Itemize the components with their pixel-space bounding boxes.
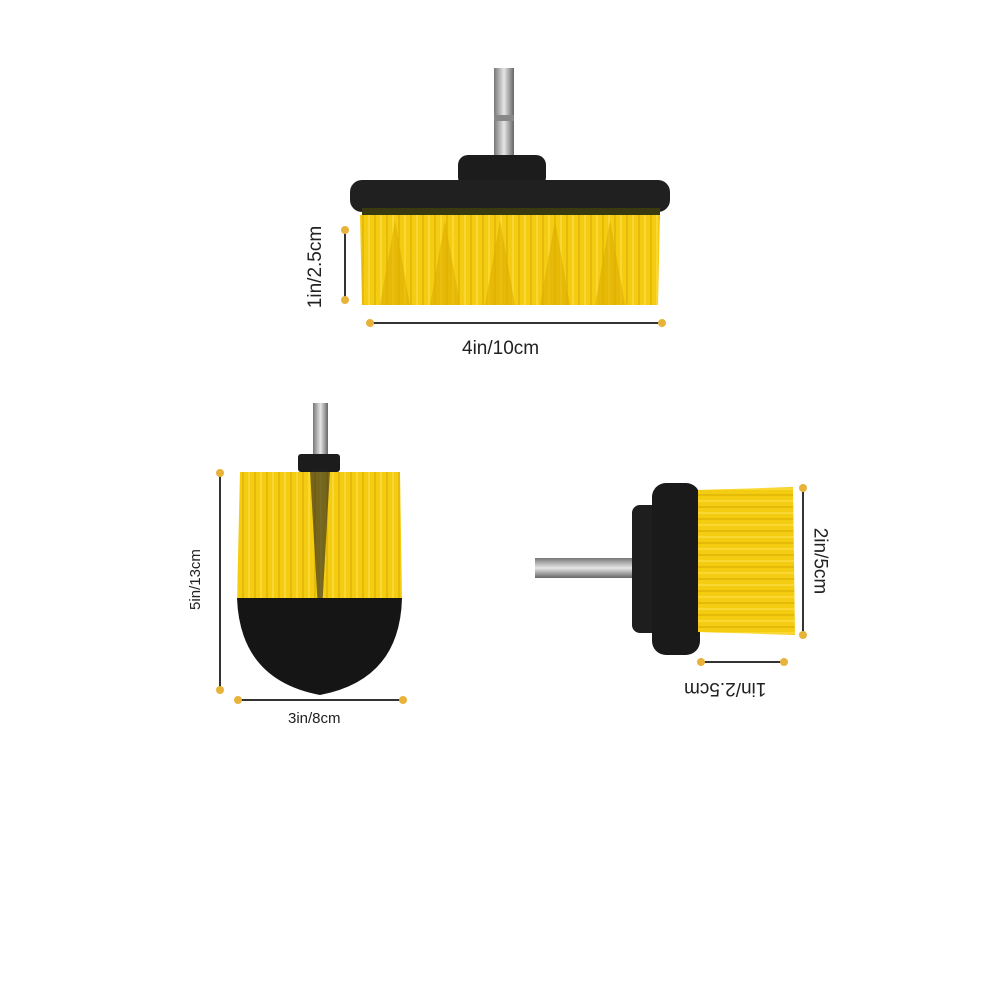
- black-bristles: [237, 598, 402, 695]
- left-brush-height-label: 5in/13cm: [186, 549, 204, 610]
- right-brush-height-label: 2in/5cm: [809, 527, 831, 595]
- right-brush-width-label: 1in/2.5cm: [684, 678, 767, 699]
- brush-collar: [298, 454, 340, 472]
- width-dimension-line: [366, 319, 666, 327]
- brush-hub: [458, 155, 546, 187]
- width-dimension-line: [234, 696, 407, 704]
- height-dimension-line: [341, 226, 349, 304]
- hex-shaft: [535, 558, 637, 578]
- bristles: [698, 487, 795, 635]
- height-dimension-line: [799, 484, 807, 639]
- small-cylinder-brush: [535, 483, 807, 666]
- height-dimension-line: [216, 469, 224, 694]
- top-brush-width-label: 4in/10cm: [462, 338, 540, 359]
- top-brush-height-label: 1in/2.5cm: [305, 225, 327, 309]
- flat-disc-brush: [341, 68, 670, 327]
- left-brush-width-label: 3in/8cm: [288, 710, 341, 727]
- width-dimension-line: [697, 658, 788, 666]
- round-toilet-brush: [216, 403, 407, 704]
- hex-shaft: [313, 403, 328, 458]
- brush-disc: [350, 180, 670, 212]
